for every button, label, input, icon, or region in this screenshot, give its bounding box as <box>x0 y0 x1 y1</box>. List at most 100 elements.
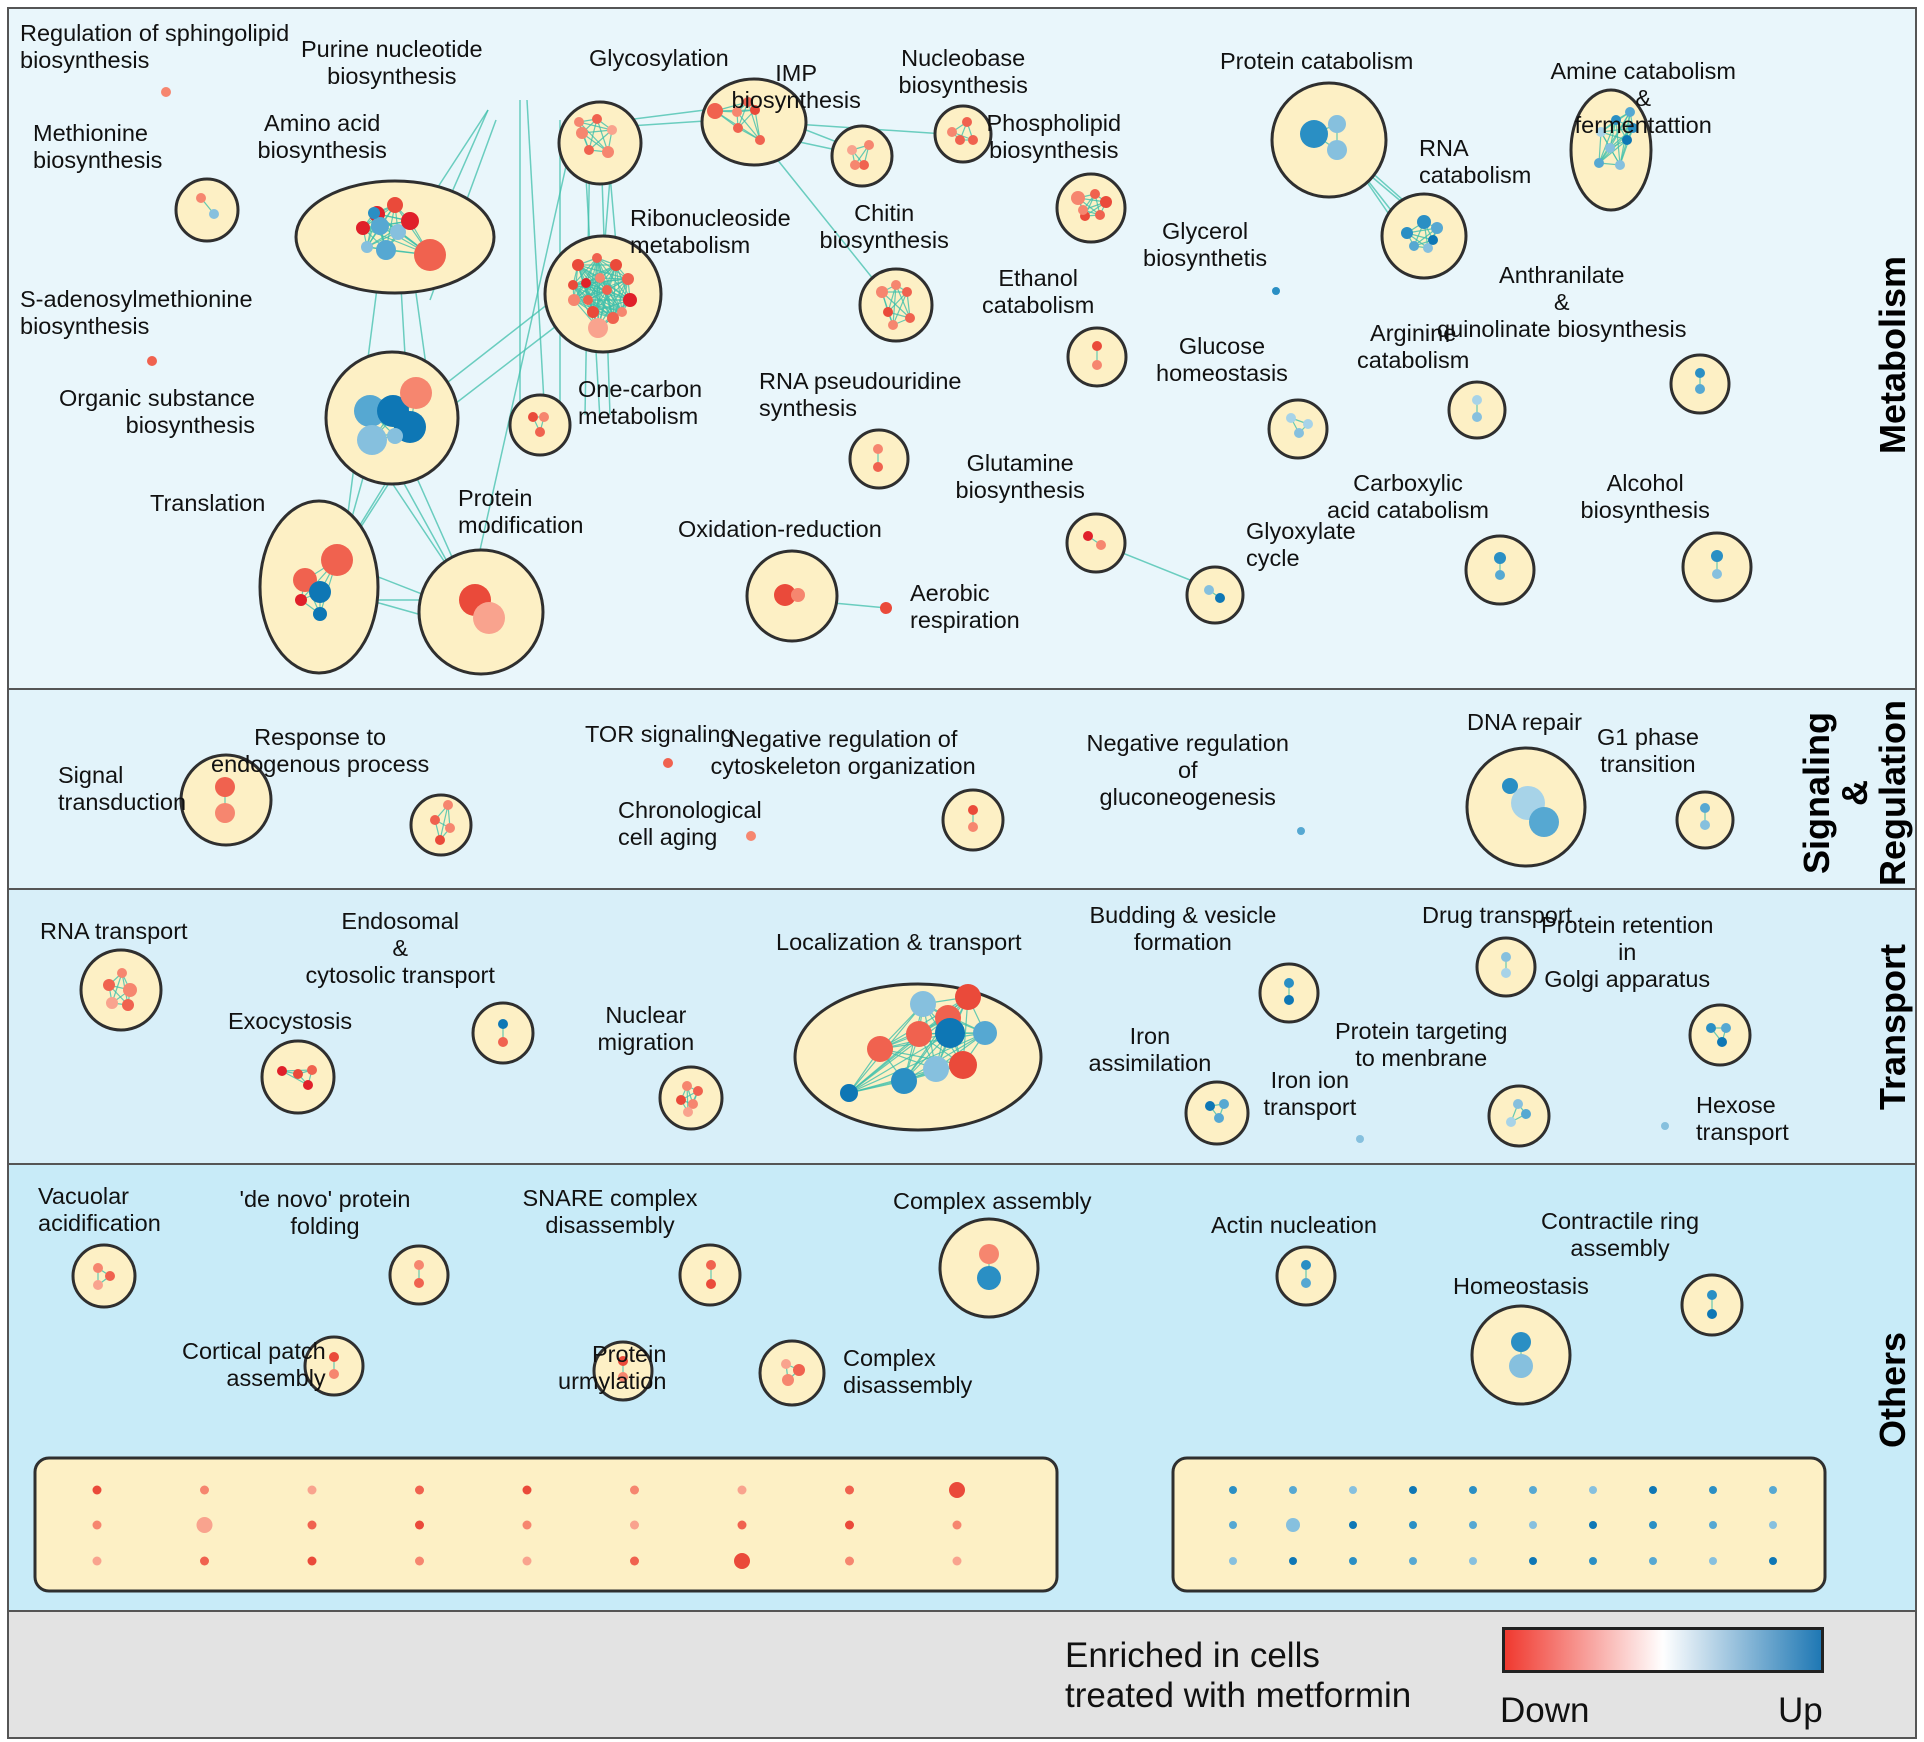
cluster-label: Chitin biosynthesis <box>819 200 949 253</box>
cluster-7-node <box>617 307 627 317</box>
cluster-45-node <box>1717 1037 1727 1047</box>
cluster-14-node <box>1092 360 1102 370</box>
cluster-27-node <box>1204 585 1214 595</box>
cluster-8-link <box>881 291 911 319</box>
cluster-label: Contractile ring assembly <box>1541 1208 1700 1261</box>
up-singleton-node <box>1769 1486 1777 1494</box>
cluster-label: Anthranilate & quinolinate biosynthesis <box>1437 262 1687 342</box>
cluster-42-node <box>867 1036 893 1062</box>
cluster-28-node <box>1495 570 1505 580</box>
cluster-38-boundary <box>79 948 163 1032</box>
cluster-19-node <box>1083 531 1093 541</box>
cluster-15-node <box>309 581 331 603</box>
cluster-22-link <box>1598 131 1602 164</box>
cluster-label: Endosomal & cytosolic transport <box>305 908 495 988</box>
cluster-label: Homeostasis <box>1453 1273 1589 1299</box>
cluster-7-node <box>607 312 619 324</box>
cluster-22-node <box>1594 158 1604 168</box>
cluster-8-node <box>902 287 912 297</box>
cluster-label: Protein urmylation <box>558 1341 667 1394</box>
cluster-36-node <box>1529 807 1559 837</box>
cluster-38-node <box>117 968 127 978</box>
cluster-7-link <box>599 277 623 313</box>
cluster-21-node <box>1409 241 1419 251</box>
up-singleton-node <box>1709 1521 1717 1529</box>
down-singleton-node <box>845 1485 854 1495</box>
cluster-58-node <box>781 1359 791 1369</box>
cluster-6-node <box>955 135 965 145</box>
cluster-42-link <box>903 1032 986 1082</box>
cluster-label: Glycerol biosynthetis <box>1143 218 1268 271</box>
down-singleton-node <box>415 1520 424 1530</box>
cluster-6-node <box>962 117 972 127</box>
cluster-0-node <box>161 87 171 97</box>
cluster-41-node <box>682 1081 692 1091</box>
cluster-21-boundary <box>1380 192 1468 280</box>
up-singleton-node <box>1229 1486 1237 1494</box>
cluster-label: Protein catabolism <box>1220 48 1414 74</box>
cluster-2-node <box>401 212 419 230</box>
legend-color-scale <box>1502 1627 1824 1673</box>
cluster-7-node <box>568 280 578 290</box>
cluster-2-node <box>414 239 446 271</box>
down-singleton-node <box>92 1556 102 1566</box>
cluster-38-node <box>123 983 137 997</box>
cluster-42-node <box>891 1068 917 1094</box>
down-singleton-node <box>630 1520 639 1530</box>
up-singleton-node <box>1349 1486 1357 1494</box>
up-singleton-node <box>1469 1521 1477 1529</box>
cluster-6-node <box>968 135 978 145</box>
cluster-label: DNA repair <box>1467 709 1582 735</box>
cluster-11-node <box>357 425 387 455</box>
down-singleton-node <box>734 1553 750 1569</box>
down-singleton-node <box>522 1520 532 1530</box>
cluster-12-boundary <box>508 393 572 457</box>
cluster-label: RNA transport <box>40 918 188 944</box>
cluster-8-node <box>883 307 893 317</box>
cluster-label: Signal transduction <box>58 762 187 815</box>
cluster-label: Protein retention in Golgi apparatus <box>1541 912 1714 992</box>
cluster-57-node <box>618 1356 628 1366</box>
cluster-3-node <box>602 146 614 158</box>
cluster-22-node <box>1628 123 1638 133</box>
cluster-2-node <box>387 197 403 213</box>
cluster-27-node <box>1215 593 1225 603</box>
up-singleton-node <box>1349 1557 1357 1565</box>
cluster-42-link <box>848 1032 951 1094</box>
cluster-label: Amino acid biosynthesis <box>257 110 387 163</box>
cluster-label: Methionine biosynthesis <box>33 120 163 173</box>
cluster-48-boundary <box>1487 1084 1551 1148</box>
cluster-13-node <box>873 462 883 472</box>
cluster-20-node <box>1300 120 1328 148</box>
cluster-47-node <box>1356 1135 1364 1143</box>
cluster-label: IMP biosynthesis <box>731 60 861 113</box>
up-singleton-node <box>1409 1557 1417 1565</box>
cluster-50-boundary <box>71 1243 137 1309</box>
cluster-33-node <box>746 831 756 841</box>
down-singleton-node <box>737 1485 747 1495</box>
cluster-50-node <box>93 1280 103 1290</box>
cluster-4-node <box>750 105 760 115</box>
cluster-44-node <box>1501 968 1511 978</box>
cluster-label: Complex disassembly <box>843 1345 973 1398</box>
cluster-22-node <box>1622 135 1632 145</box>
cluster-label: Amine catabolism & fermentattion <box>1550 58 1736 138</box>
cluster-3-node <box>574 117 584 127</box>
cluster-11-node <box>354 395 386 427</box>
cluster-21-node <box>1423 243 1433 253</box>
signaling-regulation-panel <box>7 688 1917 890</box>
cluster-22-node <box>1605 143 1615 153</box>
cluster-8-node <box>888 320 898 330</box>
section-label-metabolism: Metabolism <box>1872 255 1913 455</box>
up-singleton-node <box>1649 1521 1657 1529</box>
up-singleton-node <box>1709 1486 1717 1494</box>
down-singleton-node <box>196 1517 213 1533</box>
cluster-3-node <box>576 127 588 139</box>
cluster-49-node <box>1661 1122 1669 1130</box>
cluster-28-node <box>1494 552 1506 564</box>
cluster-label: Ethanol catabolism <box>982 265 1095 318</box>
cluster-9-node <box>1071 191 1085 205</box>
cluster-label: SNARE complex disassembly <box>522 1185 698 1238</box>
cluster-label: Localization & transport <box>776 929 1022 955</box>
up-singleton-node <box>1286 1518 1300 1532</box>
